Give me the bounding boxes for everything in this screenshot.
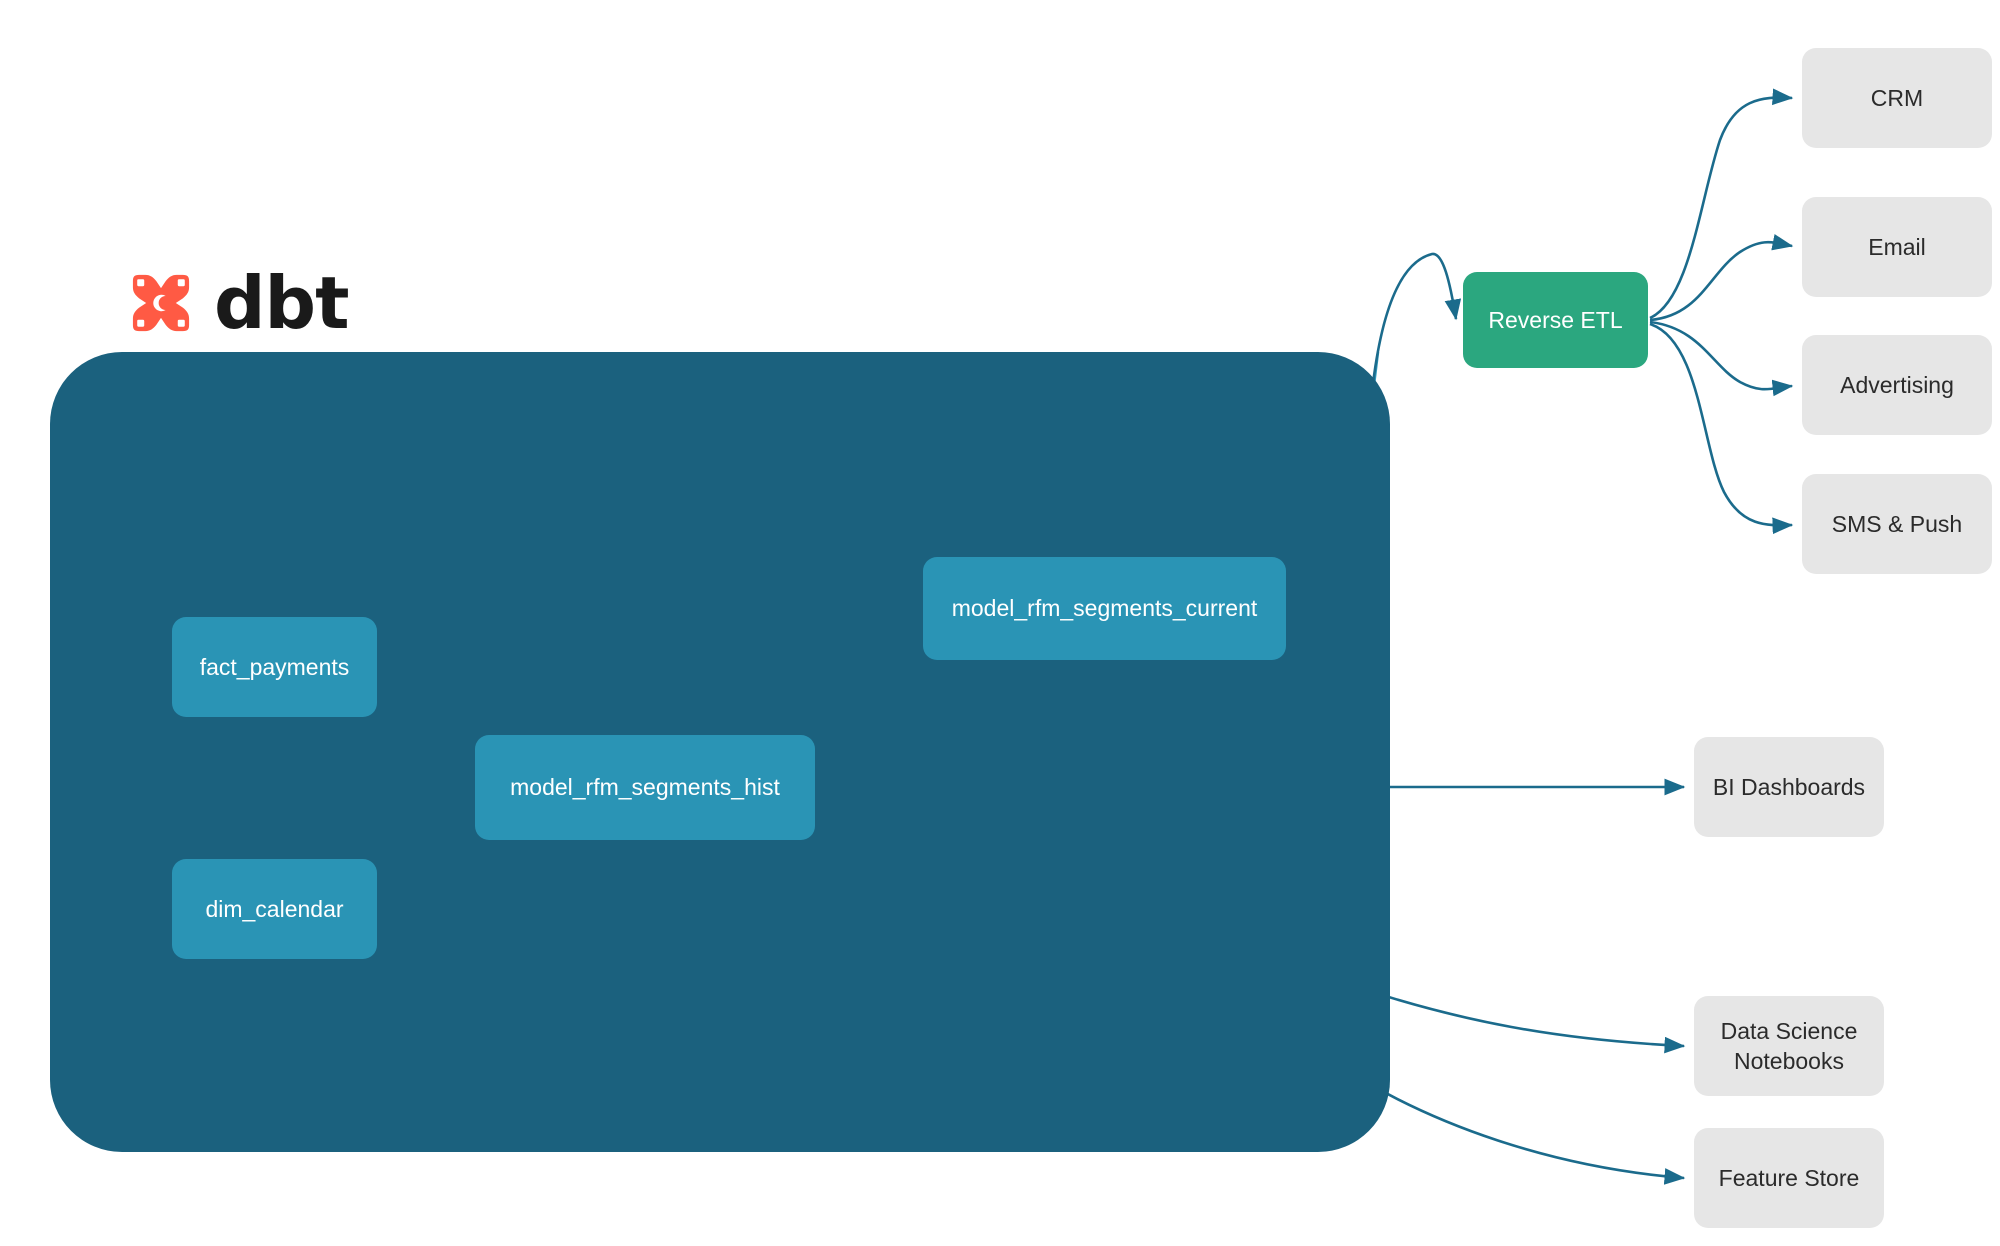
node-sms-push-label: SMS & Push: [1831, 511, 1963, 537]
node-feature-store-label: Feature Store: [1718, 1165, 1860, 1191]
node-email[interactable]: Email: [1802, 197, 1992, 297]
node-dim-calendar[interactable]: dim_calendar: [172, 859, 377, 959]
node-ds-notebooks-line1: Data Science: [1720, 1018, 1858, 1044]
node-fact-payments[interactable]: fact_payments: [172, 617, 377, 717]
node-model-rfm-segments-hist[interactable]: model_rfm_segments_hist: [475, 735, 815, 840]
edge-reverse-etl-to-advertising: [1649, 320, 1794, 397]
node-ds-notebooks-line2: Notebooks: [1734, 1048, 1844, 1074]
dbt-x-mark-icon: [132, 274, 190, 332]
node-data-science-notebooks[interactable]: Data Science Notebooks: [1694, 996, 1884, 1096]
node-fact-payments-label: fact_payments: [199, 653, 350, 680]
node-sms-push[interactable]: SMS & Push: [1802, 474, 1992, 574]
node-crm[interactable]: CRM: [1802, 48, 1992, 148]
node-advertising-label: Advertising: [1840, 372, 1954, 398]
node-dim-calendar-label: dim_calendar: [205, 895, 344, 922]
node-email-label: Email: [1868, 234, 1926, 260]
edge-reverse-etl-to-crm: [1649, 88, 1794, 320]
node-model-rfm-segments-current-label: model_rfm_segments_current: [951, 595, 1258, 621]
node-data-science-notebooks-label: Data Science Notebooks: [1721, 1016, 1858, 1076]
node-bi-dashboards-label: BI Dashboards: [1712, 774, 1866, 800]
node-crm-label: CRM: [1870, 85, 1924, 111]
edge-current-to-reverseetl-final: [1370, 252, 1462, 393]
node-model-rfm-segments-hist-label: model_rfm_segments_hist: [510, 774, 780, 800]
edge-hist-to-ds-notebooks: [1347, 982, 1686, 1054]
dbt-wordmark: dbt: [214, 261, 349, 345]
edge-reverse-etl-to-sms-push: [1649, 322, 1794, 535]
dbt-logo: dbt: [122, 258, 442, 348]
node-reverse-etl-label: Reverse ETL: [1488, 306, 1623, 333]
node-model-rfm-segments-current[interactable]: model_rfm_segments_current: [923, 557, 1286, 660]
node-feature-store[interactable]: Feature Store: [1694, 1128, 1884, 1228]
node-bi-dashboards[interactable]: BI Dashboards: [1694, 737, 1884, 837]
node-reverse-etl[interactable]: Reverse ETL: [1463, 272, 1648, 368]
edge-reverse-etl-to-email: [1649, 234, 1794, 322]
node-advertising[interactable]: Advertising: [1802, 335, 1992, 435]
